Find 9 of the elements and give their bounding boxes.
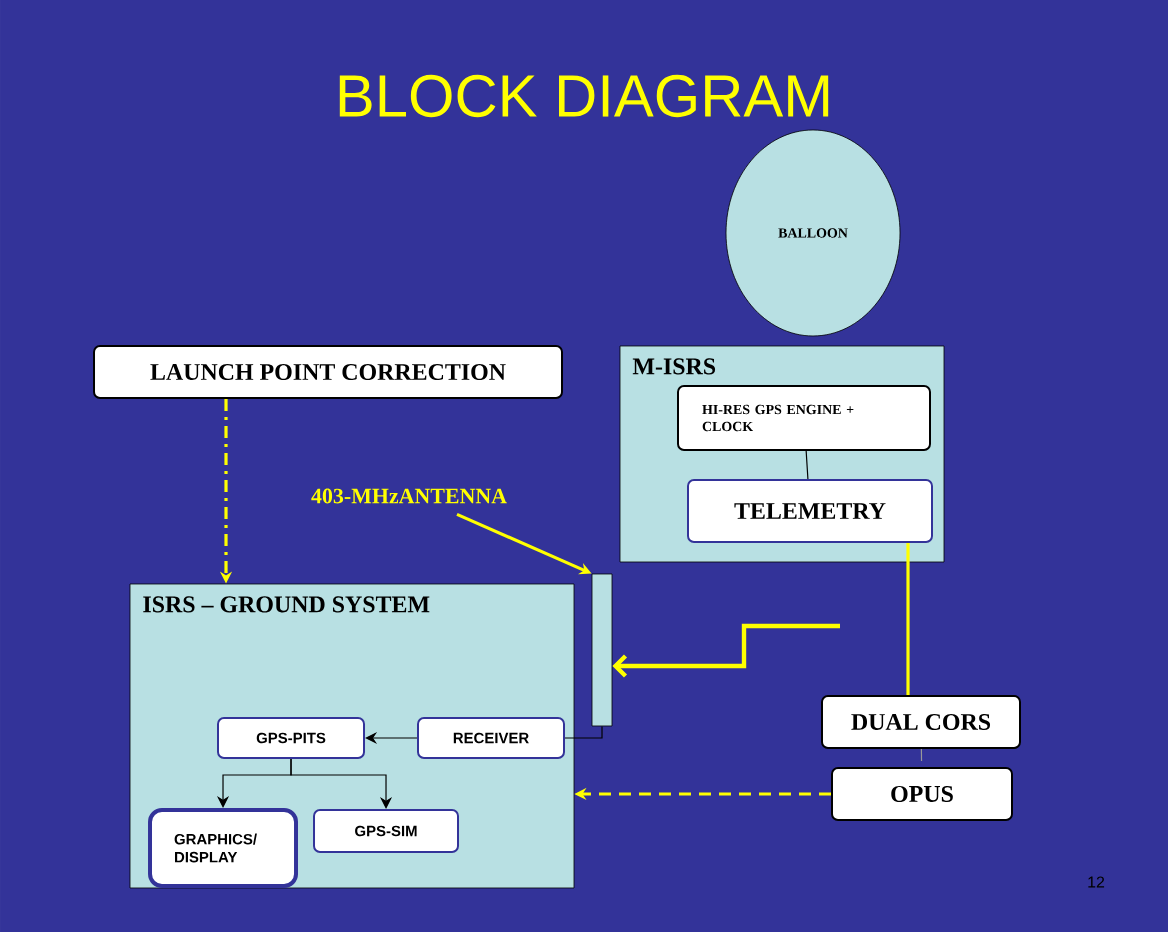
antenna-label: 403-MHzANTENNA	[311, 488, 507, 504]
process-box: TELEMETRY	[687, 479, 933, 543]
arrow	[290, 758, 393, 809]
process-box: DUAL CORS	[821, 695, 1021, 749]
arrow	[612, 623, 840, 678]
antenna-bar	[591, 573, 613, 727]
title: BLOCK DIAGRAM	[339, 74, 829, 118]
process-box: LAUNCH POINT CORRECTION	[93, 345, 563, 399]
process-box: OPUS	[831, 767, 1013, 821]
